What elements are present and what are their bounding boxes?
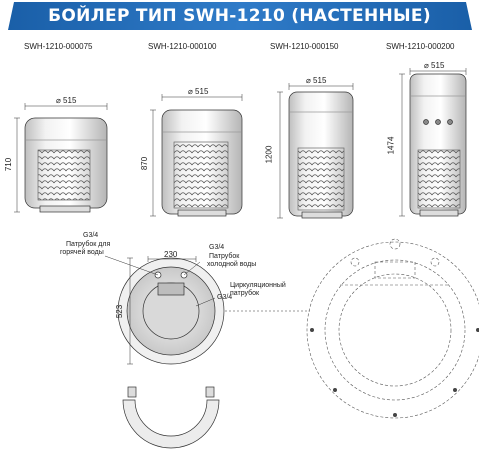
height-label-75: 710: [4, 157, 14, 172]
tank-100: [161, 109, 243, 217]
cold-inlet-label-2: холодной воды: [207, 261, 257, 268]
diameter-label-150: ⌀ 515: [306, 76, 327, 85]
height-label-200: 1474: [386, 136, 396, 155]
circulation-thread-label: G3/4: [217, 294, 233, 301]
bottom-view: [117, 257, 225, 365]
height-label-100: 870: [140, 156, 150, 171]
model-label-200: SWH-1210-000200: [386, 42, 455, 51]
model-label-100: SWH-1210-000100: [148, 42, 217, 51]
tank-200: [409, 73, 467, 217]
tank-150: [288, 91, 354, 219]
hot-thread-label: G3/4: [83, 232, 99, 239]
cover-ring: [122, 386, 220, 449]
large-bottom-view: [306, 238, 479, 419]
circulation-label-2: патрубок: [230, 290, 260, 297]
hot-outlet-label-1: Патрубок для: [66, 241, 111, 248]
title-banner: БОЙЛЕР ТИП SWH-1210 (НАСТЕННЫЕ): [0, 0, 479, 32]
model-label-150: SWH-1210-000150: [270, 42, 339, 51]
diameter-label-100: ⌀ 515: [188, 87, 209, 96]
cold-inlet-label-1: Патрубок: [209, 253, 240, 260]
dims-150: [277, 83, 354, 219]
cold-thread-label: G3/4: [209, 244, 225, 251]
page-title: БОЙЛЕР ТИП SWH-1210 (НАСТЕННЫЕ): [48, 6, 431, 26]
height-label-150: 1200: [264, 145, 274, 164]
width-dimension: 230: [164, 250, 178, 259]
model-label-75: SWH-1210-000075: [24, 42, 93, 51]
height-dimension: 523: [115, 304, 125, 319]
banner-background: [0, 0, 479, 32]
bottom-view-dims: [104, 255, 216, 365]
diameter-label-200: ⌀ 515: [424, 61, 445, 70]
diameter-label-75: ⌀ 515: [56, 96, 77, 105]
tank-75: [24, 117, 108, 213]
hot-outlet-label-2: горячей воды: [60, 249, 104, 256]
dims-200: [399, 68, 467, 217]
dims-100: [150, 94, 243, 217]
dims-75: [14, 103, 108, 213]
large-view-bolts: [310, 328, 479, 417]
circulation-label-1: Циркуляционный: [230, 282, 286, 289]
